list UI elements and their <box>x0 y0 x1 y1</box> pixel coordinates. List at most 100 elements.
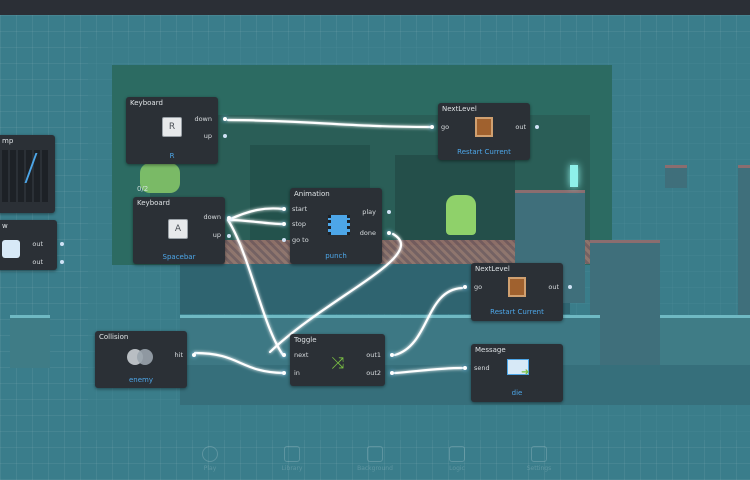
port-next-label: next <box>294 351 309 359</box>
port-hit-dot[interactable] <box>192 353 196 357</box>
port-in-dot[interactable] <box>282 371 286 375</box>
player-character <box>446 195 476 235</box>
port-done-dot[interactable] <box>387 231 391 235</box>
port-down-label: down <box>203 213 221 221</box>
key-icon: A <box>168 219 188 239</box>
port-go-label: go <box>441 123 450 131</box>
port-out-label: out <box>32 258 43 266</box>
toolbar-label: Logic <box>449 465 465 472</box>
port-done-label: done <box>359 229 376 237</box>
arrow-right-icon: ➜ <box>521 367 530 378</box>
play-icon <box>202 446 218 462</box>
node-subtitle: Restart Current <box>490 308 544 316</box>
wire-space-down-to-stop <box>226 218 285 226</box>
enemy-character <box>140 163 180 193</box>
port-out-label: out <box>32 240 43 248</box>
level-rock-small <box>665 165 687 188</box>
node-partial-top[interactable]: mp <box>0 135 55 213</box>
node-message[interactable]: Message send ➜ die <box>463 344 563 402</box>
toolbar-label: Background <box>357 465 393 472</box>
port-go-label: go <box>474 283 483 291</box>
node-title: Keyboard <box>137 199 170 207</box>
port-stop-label: stop <box>292 220 307 228</box>
port-down-label: down <box>194 115 212 123</box>
toolbar-play[interactable]: Play <box>180 440 240 480</box>
node-title: Toggle <box>294 336 317 344</box>
port-out-dot[interactable] <box>60 242 64 246</box>
port-send-dot[interactable] <box>463 366 467 370</box>
port-up-dot[interactable] <box>223 134 227 138</box>
door-icon <box>475 117 493 137</box>
toolbar-label: Play <box>203 465 217 472</box>
node-subtitle: R <box>169 152 175 160</box>
image-icon <box>367 446 383 462</box>
node-subtitle: die <box>511 389 523 397</box>
port-up-dot[interactable] <box>227 234 231 238</box>
port-play-label: play <box>362 208 376 216</box>
port-goto-dot[interactable] <box>282 238 286 242</box>
node-toggle[interactable]: Toggle next in ⤨ out1 out2 <box>282 334 394 386</box>
port-out-dot[interactable] <box>568 285 572 289</box>
toolbar-settings[interactable]: Settings <box>509 440 569 480</box>
node-collision[interactable]: Collision hit enemy <box>95 331 196 388</box>
port-up-label: up <box>203 132 212 140</box>
wire-toggle-out1-to-nextlevel <box>393 286 464 357</box>
node-title: Message <box>475 346 506 354</box>
port-stop-dot[interactable] <box>282 222 286 226</box>
port-out-dot[interactable] <box>60 260 64 264</box>
port-out2-label: out2 <box>366 369 381 377</box>
port-out-dot[interactable] <box>535 125 539 129</box>
wire-collision-to-toggle-in <box>193 351 285 375</box>
top-toolbar <box>0 0 750 15</box>
node-keyboard-spacebar[interactable]: Keyboard A Spacebar down up <box>133 197 231 264</box>
wire-layer <box>193 118 464 375</box>
node-subtitle: enemy <box>128 376 153 384</box>
toolbar-label: Library <box>281 465 303 472</box>
port-down-dot[interactable] <box>223 117 227 121</box>
node-title: NextLevel <box>475 265 510 273</box>
lamp-post <box>570 165 578 187</box>
port-hit-label: hit <box>174 351 183 359</box>
port-out2-dot[interactable] <box>390 371 394 375</box>
envelope-icon <box>507 359 529 375</box>
collision-circles-icon <box>127 349 153 367</box>
wire-space-down-to-start <box>226 207 285 222</box>
port-out1-dot[interactable] <box>390 353 394 357</box>
cube-icon <box>284 446 300 462</box>
shuffle-icon: ⤨ <box>331 353 345 372</box>
port-start-label: start <box>292 205 308 213</box>
port-in-label: in <box>294 369 300 377</box>
toolbar-background[interactable]: Background <box>345 440 405 480</box>
logic-canvas[interactable]: 0/2 mp w out out <box>0 15 750 480</box>
node-subtitle: punch <box>325 252 347 260</box>
node-animation[interactable]: Animation start stop go to play done pun… <box>282 188 391 264</box>
port-up-label: up <box>212 231 221 239</box>
node-title: mp <box>2 137 14 145</box>
bottom-toolbar: Play Library Background Logic Settings <box>0 440 750 480</box>
node-title: NextLevel <box>442 105 477 113</box>
node-title: Animation <box>294 190 330 198</box>
level-ground-left <box>10 315 50 368</box>
wire-keyboard-r-to-nextlevel <box>226 118 432 129</box>
port-go-dot[interactable] <box>430 125 434 129</box>
level-ground-right <box>660 315 750 368</box>
port-goto-label: go to <box>292 236 309 244</box>
grid-preview-icon <box>2 150 50 202</box>
port-next-dot[interactable] <box>282 353 286 357</box>
direction-pad-icon <box>2 240 20 258</box>
port-play-dot[interactable] <box>387 210 391 214</box>
port-down-dot[interactable] <box>227 216 231 220</box>
port-go-dot[interactable] <box>463 285 467 289</box>
wire-space-down-to-toggle-next <box>226 218 285 357</box>
node-keyboard-r[interactable]: Keyboard R R down up <box>126 97 227 164</box>
node-nextlevel-bottom[interactable]: NextLevel go out Restart Current <box>463 263 572 321</box>
door-icon <box>508 277 526 297</box>
wire-done-to-toggle-next <box>268 232 402 354</box>
port-send-label: send <box>474 364 490 372</box>
node-subtitle: Spacebar <box>162 253 196 261</box>
toolbar-logic[interactable]: Logic <box>427 440 487 480</box>
port-start-dot[interactable] <box>282 207 286 211</box>
node-partial-mid[interactable]: w out out <box>0 220 64 270</box>
toolbar-library[interactable]: Library <box>262 440 322 480</box>
node-nextlevel-top[interactable]: NextLevel go out Restart Current <box>430 103 539 160</box>
